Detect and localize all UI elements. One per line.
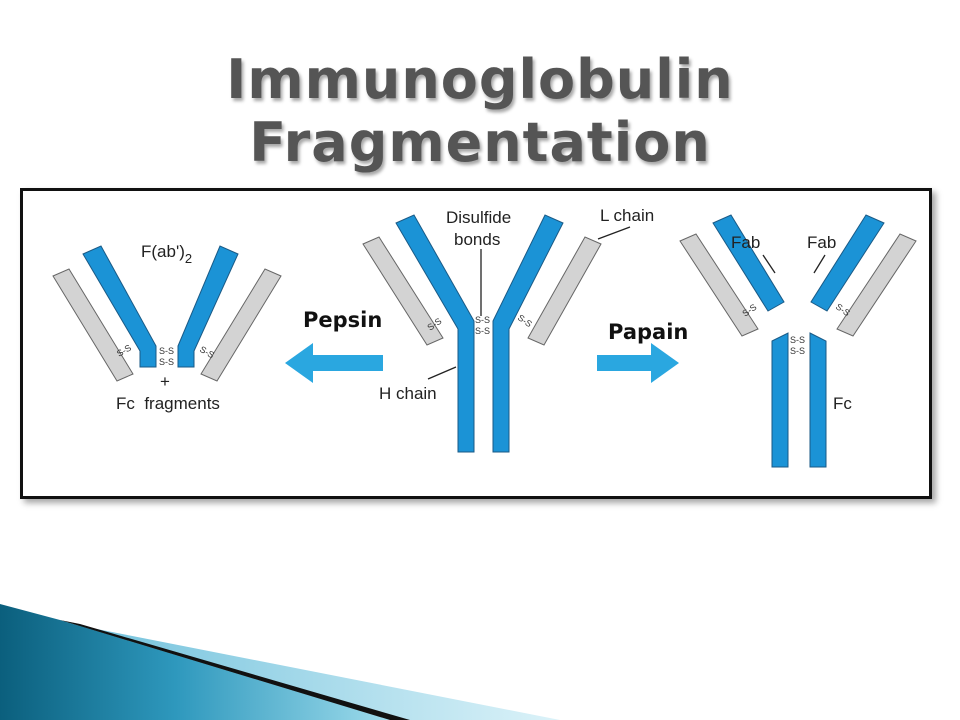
fab-left-pointer	[762, 254, 776, 274]
heavy-chain-right	[492, 214, 564, 453]
fc-right-chain	[809, 332, 827, 468]
fc-left-chain	[771, 332, 789, 468]
disulfide-label-line1: Disulfide	[446, 208, 511, 227]
fc-fragments-label: Fc fragments	[116, 394, 220, 413]
plus-sign: +	[160, 372, 170, 391]
fab2-bond-hinge-1: S-S	[159, 346, 174, 356]
fc-label: Fc	[833, 394, 852, 413]
ribbon-dark-edge	[60, 620, 410, 720]
fab-right-pointer	[813, 254, 826, 274]
diagram-frame: S-S S-S S-S S-S F(ab')2 + Fc fragments P…	[20, 188, 932, 499]
fab-left-light-chain	[679, 233, 759, 337]
h-chain-pointer	[427, 366, 457, 380]
fab-left-heavy-chain	[712, 214, 785, 312]
pepsin-arrow: Pepsin	[285, 308, 383, 383]
h-chain-label: H chain	[379, 384, 437, 403]
fab-right-light-chain	[836, 233, 917, 337]
papain-arrow: Papain	[597, 320, 688, 383]
heavy-chain-left	[395, 214, 475, 453]
antibody-fragmentation-diagram: S-S S-S S-S S-S F(ab')2 + Fc fragments P…	[52, 206, 917, 468]
l-chain-pointer	[597, 226, 631, 240]
fab-left-label: Fab	[731, 233, 760, 252]
fab-right-heavy-chain	[810, 214, 885, 312]
left-arrow-icon	[285, 343, 383, 383]
light-chain-right	[527, 236, 602, 346]
fab2-light-chain-right	[200, 268, 282, 382]
l-chain-label: L chain	[600, 206, 654, 225]
ribbon-main	[0, 604, 390, 720]
fab2-bond-hinge-2: S-S	[159, 357, 174, 367]
slide-title: Immunoglobulin Fragmentation	[226, 48, 734, 174]
pepsin-label: Pepsin	[303, 308, 382, 332]
papain-products: S-S S-S S-S S-S Fab Fab Fc	[679, 214, 917, 468]
fab2-heavy-chain-left	[82, 245, 157, 368]
light-chain-left	[362, 236, 444, 346]
fab-right-label: Fab	[807, 233, 836, 252]
bond-hinge-2: S-S	[475, 326, 490, 336]
fab2-light-chain-left	[52, 268, 134, 382]
fc-bond-2: S-S	[790, 346, 805, 356]
fab2-fragment: S-S S-S S-S S-S F(ab')2 + Fc fragments	[52, 242, 282, 413]
fab2-label: F(ab')2	[141, 242, 192, 266]
papain-label: Papain	[608, 320, 688, 344]
disulfide-label-line2: bonds	[454, 230, 500, 249]
bond-hinge-1: S-S	[475, 315, 490, 325]
right-arrow-icon	[597, 343, 679, 383]
intact-antibody: S-S S-S S-S S-S Disulfide bonds L chain …	[362, 206, 654, 453]
fab2-heavy-chain-right	[177, 245, 239, 368]
fc-bond-1: S-S	[790, 335, 805, 345]
